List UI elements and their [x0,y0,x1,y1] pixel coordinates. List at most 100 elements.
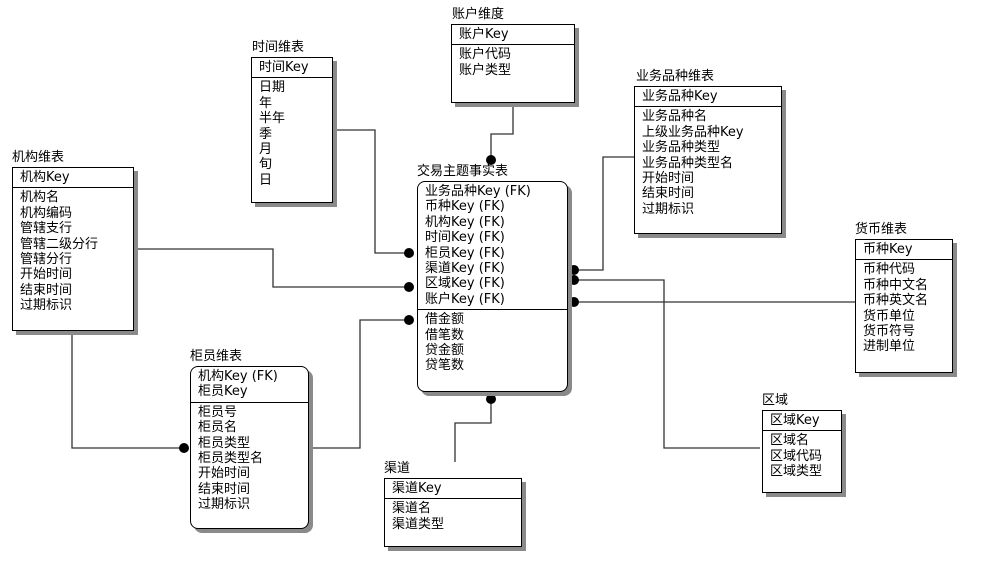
link-org-fact [134,248,408,288]
key-attribute: 账户Key (FK) [425,291,505,307]
attribute: 旬 [259,157,273,173]
key-attribute: 币种Key [863,242,913,257]
attribute: 币种代码 [863,262,916,278]
key-section: 业务品种Key [635,87,781,108]
key-attribute: 机构Key [20,170,70,185]
key-attribute: 机构Key (FK) [425,214,505,230]
many-end-dot [569,275,579,285]
attribute: 半年 [259,111,286,127]
many-end-dot [569,265,579,275]
many-end-dot [486,394,496,404]
entity-name: 交易主题事实表 [417,164,509,179]
attribute: 区域名 [770,433,810,449]
attribute: 柜员名 [198,420,238,436]
key-section: 币种Key [856,240,952,261]
entity-name: 区域 [762,393,789,408]
attribute: 货币符号 [863,324,916,340]
entity-box: 机构Key (FK) 柜员Key 柜员号 柜员名 柜员类型 柜员类型名 开始时间… [190,366,309,529]
entity-box: 业务品种Key (FK) 币种Key (FK) 机构Key (FK) 时间Key… [417,181,568,392]
attribute: 上级业务品种Key [642,124,744,140]
attribute: 过期标识 [198,497,251,513]
many-end-dot [404,282,414,292]
link-account-fact [490,103,514,158]
link-time-fact [333,129,408,254]
attribute: 结束时间 [642,186,695,202]
attribute-section: 币种代码 币种中文名 币种英文名 货币单位 货币符号 进制单位 [856,260,952,354]
link-org-teller [71,331,184,449]
entity-name: 货币维表 [855,222,908,237]
attribute: 管辖分行 [20,252,73,268]
attribute: 开始时间 [642,171,695,187]
attribute: 结束时间 [20,282,73,298]
key-section: 机构Key [13,168,133,189]
attribute: 柜员类型 [198,435,251,451]
attribute-section: 区域名 区域代码 区域类型 [763,431,841,479]
key-section: 机构Key (FK) 柜员Key [191,367,308,403]
link-region-fact [575,279,760,449]
key-attribute: 币种Key (FK) [425,199,505,215]
entity-name: 业务品种维表 [636,69,715,84]
attribute-section: 日期 年 半年 季 月 旬 日 [252,78,332,188]
attribute: 柜员号 [198,404,238,420]
key-attribute: 区域Key (FK) [425,276,505,292]
entity-box: 机构Key 机构名 机构编码 管辖支行 管辖二级分行 管辖分行 开始时间 结束时… [12,167,134,331]
entity-box: 业务品种Key 业务品种名 上级业务品种Key 业务品种类型 业务品种类型名 开… [634,86,782,234]
attribute-section: 账户代码 账户类型 [452,45,574,78]
entity-name: 机构维表 [12,150,65,165]
key-attribute: 业务品种Key [642,89,718,104]
key-section: 业务品种Key (FK) 币种Key (FK) 机构Key (FK) 时间Key… [418,182,567,311]
attribute: 月 [259,142,273,158]
attribute: 账户类型 [459,62,512,78]
attribute: 管辖支行 [20,221,73,237]
attribute: 季 [259,126,273,142]
many-end-dot [569,297,579,307]
key-attribute: 账户Key [459,27,509,42]
entity-name: 账户维度 [452,7,505,22]
key-attribute: 机构Key (FK) [198,369,278,384]
key-attribute: 业务品种Key (FK) [425,184,531,199]
attribute: 业务品种名 [642,109,708,125]
entity-name: 渠道 [384,461,411,476]
attribute-section: 借金额 借笔数 贷金额 贷笔数 [418,310,567,374]
attribute-section: 柜员号 柜员名 柜员类型 柜员类型名 开始时间 结束时间 过期标识 [191,403,308,513]
entity-box: 币种Key 币种代码 币种中文名 币种英文名 货币单位 货币符号 进制单位 [855,239,953,373]
attribute: 渠道类型 [392,516,445,532]
attribute: 区域类型 [770,464,823,480]
key-attribute: 渠道Key [392,481,442,496]
attribute: 借金额 [425,312,465,328]
attribute: 管辖二级分行 [20,236,99,252]
attribute: 过期标识 [20,298,73,314]
key-section: 账户Key [452,25,574,46]
entity-name: 时间维表 [252,40,305,55]
entity-box: 区域Key 区域名 区域代码 区域类型 [762,410,842,493]
attribute: 日 [259,172,273,188]
key-section: 渠道Key [385,479,521,500]
key-section: 区域Key [763,411,841,432]
attribute-section: 业务品种名 上级业务品种Key 业务品种类型 业务品种类型名 开始时间 结束时间… [635,107,781,217]
attribute: 业务品种类型 [642,140,721,156]
key-attribute: 柜员Key [198,384,248,400]
entity-name: 柜员维表 [190,349,243,364]
key-attribute: 时间Key (FK) [425,230,505,246]
key-attribute: 区域Key [770,413,820,428]
attribute: 过期标识 [642,201,695,217]
attribute: 开始时间 [20,267,73,283]
link-product-fact [575,156,634,271]
attribute: 渠道名 [392,501,432,517]
attribute: 货币单位 [863,308,916,324]
attribute: 进制单位 [863,339,916,355]
attribute: 币种中文名 [863,277,929,293]
attribute: 币种英文名 [863,293,929,309]
attribute: 贷金额 [425,343,465,359]
attribute: 结束时间 [198,481,251,497]
entity-box: 时间Key 日期 年 半年 季 月 旬 日 [251,57,333,203]
entity-box: 账户Key 账户代码 账户类型 [451,24,575,103]
key-attribute: 时间Key [259,60,309,75]
attribute: 账户代码 [459,47,512,63]
many-end-dot [404,248,414,258]
attribute: 贷笔数 [425,358,465,374]
many-end-dot [486,155,496,165]
attribute: 业务品种类型名 [642,155,734,171]
